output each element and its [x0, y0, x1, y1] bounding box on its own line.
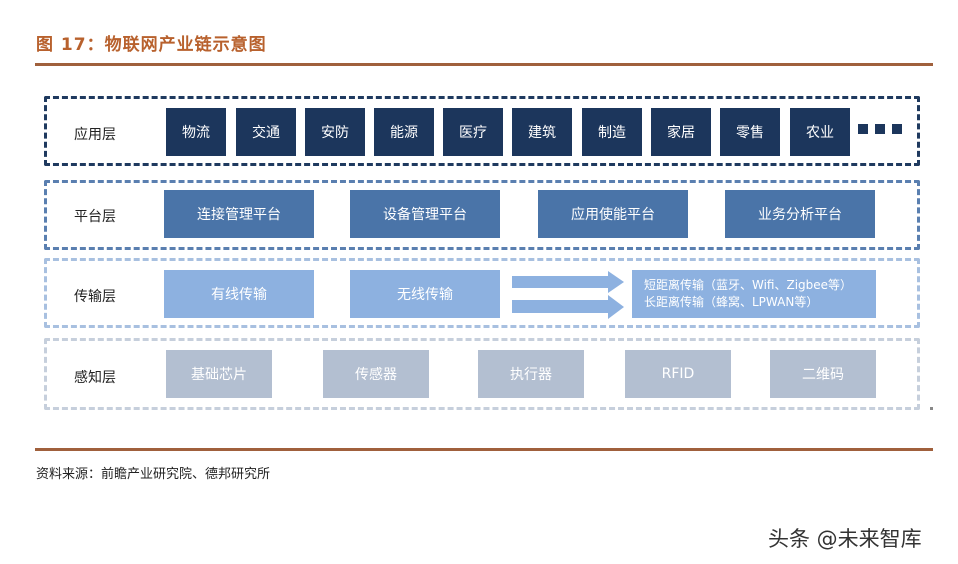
perception-item-actuator: 执行器	[478, 350, 584, 398]
app-item-retail: 零售	[720, 108, 780, 156]
transport-layer-frame	[44, 258, 920, 328]
platform-item-app-enable: 应用使能平台	[538, 190, 688, 238]
perception-layer-label: 感知层	[74, 370, 116, 386]
platform-layer-label: 平台层	[74, 209, 116, 225]
bottom-rule	[35, 448, 933, 451]
app-item-construction: 建筑	[512, 108, 572, 156]
app-item-energy: 能源	[374, 108, 434, 156]
app-item-medical: 医疗	[443, 108, 503, 156]
transport-item-wired: 有线传输	[164, 270, 314, 318]
app-item-manufacturing: 制造	[582, 108, 642, 156]
platform-layer-frame	[44, 180, 920, 250]
arrow-upper	[512, 271, 624, 293]
app-item-home: 家居	[651, 108, 711, 156]
transport-layer-label: 传输层	[74, 289, 116, 305]
wireless-short-range: 短距离传输（蓝牙、Wifi、Zigbee等）	[644, 278, 853, 292]
top-rule	[35, 63, 933, 66]
corner-mark	[930, 407, 933, 410]
transport-item-wireless: 无线传输	[350, 270, 500, 318]
more-items-indicator	[858, 124, 902, 134]
figure-title: 图 17：物联网产业链示意图	[36, 35, 267, 55]
platform-item-connection: 连接管理平台	[164, 190, 314, 238]
app-item-security: 安防	[305, 108, 365, 156]
app-item-logistics: 物流	[166, 108, 226, 156]
perception-item-rfid: RFID	[625, 350, 731, 398]
arrow-lower	[512, 295, 624, 319]
app-item-transport: 交通	[236, 108, 296, 156]
wireless-detail-box: 短距离传输（蓝牙、Wifi、Zigbee等） 长距离传输（蜂窝、LPWAN等）	[632, 270, 876, 318]
platform-item-device: 设备管理平台	[350, 190, 500, 238]
wireless-arrows	[512, 271, 624, 319]
platform-item-analytics: 业务分析平台	[725, 190, 875, 238]
perception-item-sensor: 传感器	[323, 350, 429, 398]
source-note: 资料来源：前瞻产业研究院、德邦研究所	[36, 467, 271, 482]
wireless-long-range: 长距离传输（蜂窝、LPWAN等）	[644, 295, 819, 309]
application-layer-frame	[44, 96, 920, 166]
app-item-agriculture: 农业	[790, 108, 850, 156]
perception-item-qrcode: 二维码	[770, 350, 876, 398]
perception-item-chip: 基础芯片	[166, 350, 272, 398]
perception-layer-frame	[44, 338, 920, 410]
application-layer-label: 应用层	[74, 127, 116, 143]
watermark: 头条 @未来智库	[768, 527, 922, 551]
